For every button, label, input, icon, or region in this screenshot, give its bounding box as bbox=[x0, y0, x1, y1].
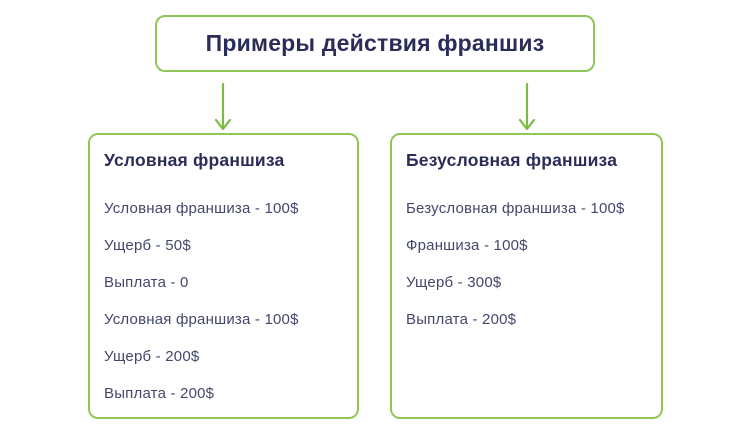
card-conditional-franchise: Условная франшиза Условная франшиза - 10… bbox=[88, 133, 359, 419]
title-box: Примеры действия франшиз bbox=[155, 15, 595, 72]
card-heading: Безусловная франшиза bbox=[406, 150, 618, 170]
card-line: Ущерб - 300$ bbox=[406, 274, 502, 291]
example-group: Условная франшиза - 100$ Ущерб - 200$ Вы… bbox=[104, 312, 345, 402]
card-line: Франшиза - 100$ bbox=[406, 237, 528, 254]
card-line: Условная франшиза - 100$ bbox=[104, 200, 299, 217]
card-line: Ущерб - 50$ bbox=[104, 237, 191, 254]
card-line: Условная франшиза - 100$ bbox=[104, 311, 299, 328]
card-line: Выплата - 200$ bbox=[104, 385, 215, 402]
card-heading: Условная франшиза bbox=[104, 150, 285, 170]
example-group: Условная франшиза - 100$ Ущерб - 50$ Вып… bbox=[104, 201, 345, 291]
arrow-down-icon bbox=[214, 83, 232, 131]
example-group: Безусловная франшиза - 100$ Франшиза - 1… bbox=[406, 201, 649, 328]
card-line: Выплата - 0 bbox=[104, 274, 189, 291]
page-title: Примеры действия франшиз bbox=[205, 30, 545, 56]
card-line: Выплата - 200$ bbox=[406, 311, 517, 328]
card-line: Безусловная франшиза - 100$ bbox=[406, 200, 625, 217]
card-unconditional-franchise: Безусловная франшиза Безусловная франшиз… bbox=[390, 133, 663, 419]
card-line: Ущерб - 200$ bbox=[104, 348, 200, 365]
arrow-down-icon bbox=[518, 83, 536, 131]
